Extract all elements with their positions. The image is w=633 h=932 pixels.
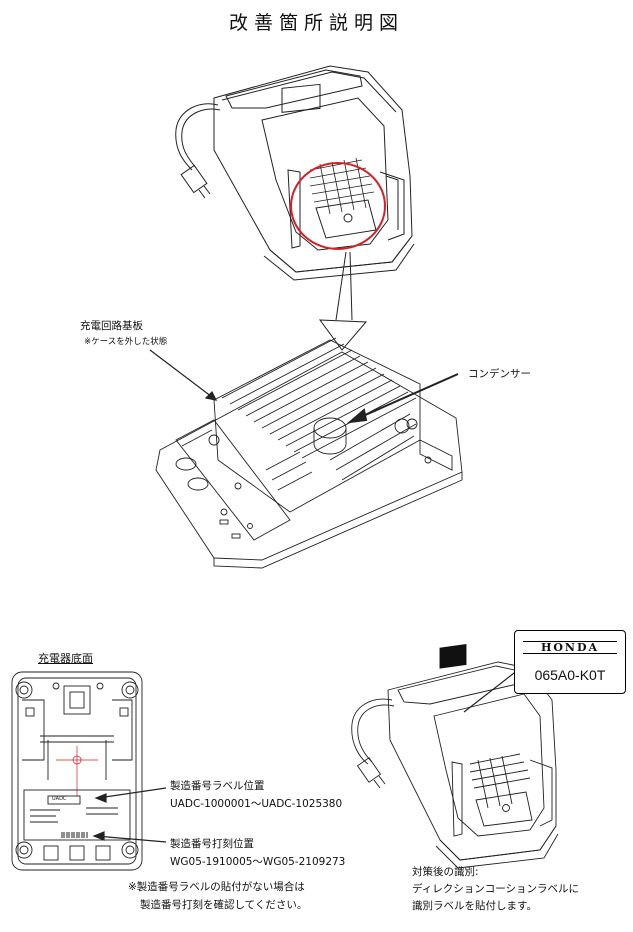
note-line-1: ※製造番号ラベルの貼付がない場合は [128,881,305,893]
circuit-board-illustration [155,337,463,569]
label-position-text: 製造番号ラベル位置 [170,780,265,792]
board-label: 充電回路基板 [80,320,143,332]
note-line-2: 製造番号打刻を確認してください。 [140,899,308,911]
after-line-2: ディレクションコーションラベルに [412,883,580,895]
engrave-range-text: WG05-1910005～WG05-2109273 [170,856,346,868]
engrave-position-text: 製造番号打刻位置 [170,838,254,850]
board-pointer-arrow [149,349,218,401]
after-line-3: 識別ラベルを貼付します。 [412,900,537,912]
board-note: ※ケースを外した状態 [84,337,168,347]
engrave-position-arrow [92,831,167,843]
charger-bottom-view [11,671,143,871]
charger-top-illustration [175,65,415,281]
identification-label-tag: HONDA 065A0-K0T [514,630,626,694]
label-position-arrow [94,787,167,803]
capacitor-pointer-arrow [346,373,459,424]
capacitor-label: コンデンサー [468,368,531,380]
down-arrow [318,251,368,351]
page-title: 改善箇所説明図 [228,12,404,34]
after-line-1: 対策後の識別: [412,866,479,878]
label-range-text: UADC-1000001～UADC-1025380 [170,798,343,810]
sticker-text: UADC [52,796,67,802]
honda-logo: HONDA [523,641,617,654]
label-code: 065A0-K0T [534,667,606,683]
bottom-view-heading: 充電器底面 [38,652,93,665]
